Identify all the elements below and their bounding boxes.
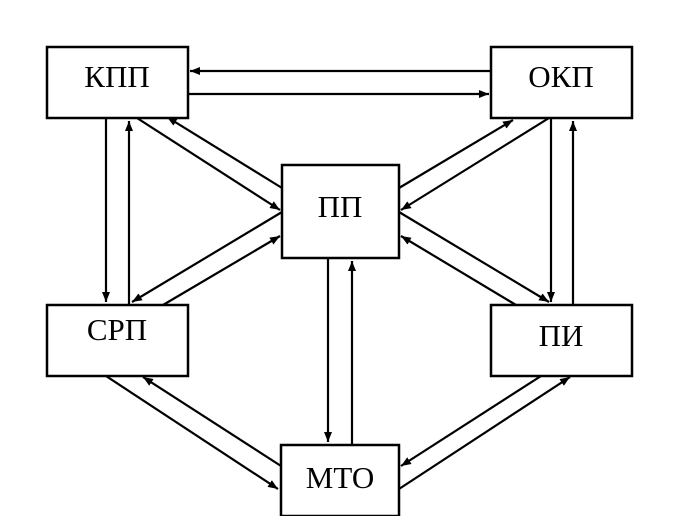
arrow-pp-srp	[131, 211, 283, 303]
arrow-pi-pp	[400, 235, 517, 306]
node-pp-label: ПП	[318, 189, 363, 224]
node-pi: ПИ	[489, 303, 634, 378]
node-mto-box	[279, 443, 401, 516]
node-mto: МТО	[279, 443, 401, 516]
node-okp-box	[489, 45, 634, 120]
arrow-pp-pi	[398, 211, 550, 303]
node-okp-label: ОКП	[528, 59, 593, 94]
arrow-okp-pp	[400, 117, 550, 211]
arrow-srp-pp	[162, 235, 281, 306]
node-kpp-label: КПП	[84, 59, 149, 94]
node-pp-box	[280, 163, 401, 260]
node-pi-box	[489, 303, 634, 378]
node-pp: ПП	[280, 163, 401, 260]
node-kpp: КПП	[45, 45, 190, 120]
node-kpp-box	[45, 45, 190, 120]
node-mto-label: МТО	[306, 460, 374, 495]
node-srp-label: СРП	[87, 312, 147, 347]
arrow-pp-kpp	[166, 116, 283, 189]
node-pi-label: ПИ	[539, 318, 584, 353]
arrow-srp-mto	[105, 375, 279, 490]
arrow-kpp-pp	[136, 117, 281, 211]
node-srp: СРП	[45, 303, 190, 378]
arrow-mto-srp	[142, 376, 282, 467]
arrow-mto-pi	[398, 376, 571, 490]
arrow-pp-okp	[398, 119, 514, 189]
node-okp: ОКП	[489, 45, 634, 120]
arrow-pi-mto	[400, 375, 542, 467]
node-srp-box	[45, 303, 190, 378]
edges-layer	[102, 67, 577, 490]
